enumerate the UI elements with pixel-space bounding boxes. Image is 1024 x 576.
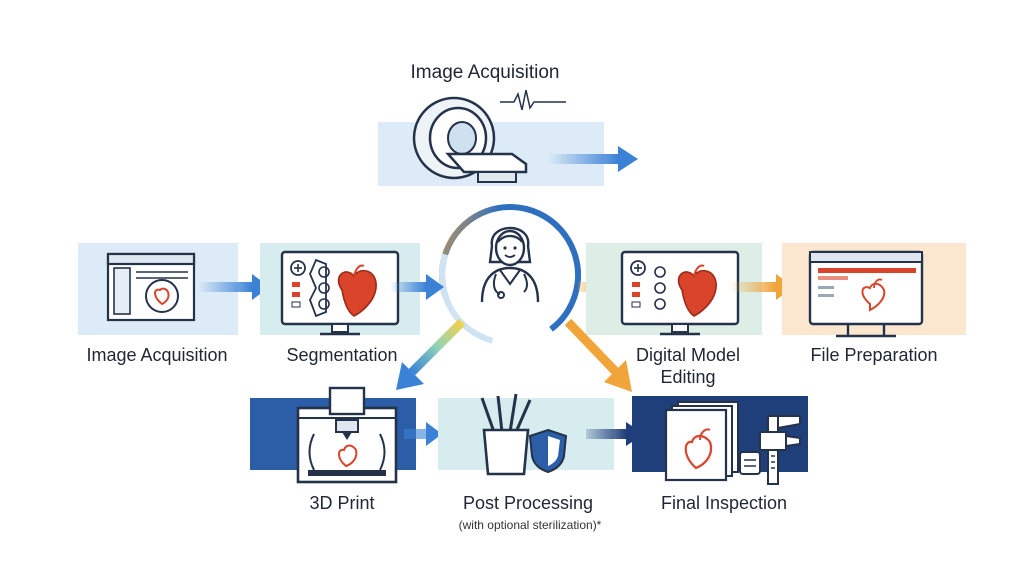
- file-preparation-label: File Preparation: [810, 345, 938, 365]
- arrow-clinician-to-3d-print: [396, 318, 466, 390]
- scan-document-icon: [106, 252, 196, 322]
- arrow-3d-print-to-post-processing: [404, 422, 442, 446]
- segmentation-monitor-icon: [280, 250, 400, 336]
- heartbeat-line-icon: [500, 89, 566, 111]
- inspection-report-icon: [664, 401, 739, 482]
- post-processing-note: (with optional sterilization)*: [458, 518, 602, 532]
- shield-icon: [528, 428, 568, 474]
- file-prep-monitor-icon: [808, 250, 924, 338]
- image-acquisition-label: Image Acquisition: [86, 345, 228, 365]
- arrow-segmentation-to-clinician: [390, 274, 444, 300]
- digital-model-editing-label-line1: Digital Model: [635, 345, 741, 365]
- editing-monitor-icon: [620, 250, 740, 336]
- mri-scanner-icon: [412, 96, 528, 183]
- final-inspection-label: Final Inspection: [660, 493, 788, 513]
- arrow-top-right: [548, 146, 638, 172]
- post-processing-label: Post Processing: [462, 493, 594, 513]
- arrow-clinician-to-final-inspection: [564, 318, 632, 392]
- digital-model-editing-label-line2: Editing: [660, 367, 716, 387]
- tool-cup-icon: [480, 393, 532, 476]
- 3d-printer-icon: [296, 386, 398, 484]
- 3d-print-label: 3D Print: [309, 493, 375, 513]
- segmentation-label: Segmentation: [286, 345, 398, 365]
- clinician-icon: [480, 226, 540, 303]
- caliper-icon: [739, 415, 801, 485]
- top-step-label: Image Acquisition: [410, 62, 560, 83]
